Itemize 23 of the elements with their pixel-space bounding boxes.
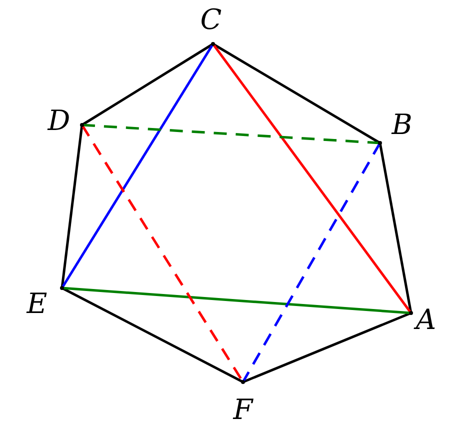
line-segment xyxy=(212,42,381,144)
vertex-label: F xyxy=(233,396,253,424)
line-segment xyxy=(242,312,412,384)
vertex-label: B xyxy=(392,111,412,139)
line-segment xyxy=(60,124,84,288)
dashed-line xyxy=(82,124,380,144)
line-segment xyxy=(60,43,214,289)
line-segment xyxy=(212,43,412,314)
vertex-point xyxy=(60,286,64,290)
vertex-point xyxy=(241,380,245,384)
dashed-line xyxy=(242,142,382,383)
vertex-point xyxy=(378,141,382,145)
vertex-point xyxy=(80,123,84,127)
line-segment xyxy=(61,286,244,384)
line-segment xyxy=(62,286,412,314)
line-segment xyxy=(81,42,214,126)
vertex-label: A xyxy=(416,306,436,334)
vertex-label: D xyxy=(48,107,70,135)
vertex-label: C xyxy=(200,6,222,34)
vertex-label: E xyxy=(26,290,48,318)
vertex-point xyxy=(409,311,413,315)
vertex-point xyxy=(211,42,215,46)
line-segment xyxy=(378,142,412,314)
